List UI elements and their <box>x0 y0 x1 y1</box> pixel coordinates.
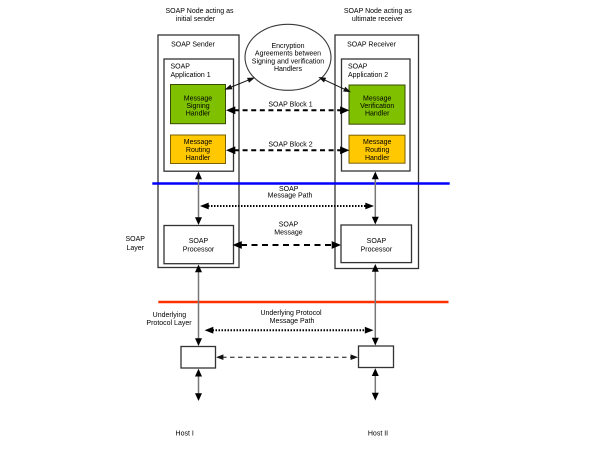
svg-text:initial sender: initial sender <box>176 16 216 23</box>
svg-text:Message Path: Message Path <box>270 318 315 325</box>
svg-text:Message: Message <box>184 139 213 146</box>
svg-text:SOAP Receiver: SOAP Receiver <box>347 41 397 48</box>
svg-text:Application 2: Application 2 <box>348 72 388 79</box>
svg-text:Host I: Host I <box>176 430 194 437</box>
svg-text:Signing: Signing <box>186 103 209 110</box>
svg-text:Handler: Handler <box>186 110 211 117</box>
svg-text:SOAP: SOAP <box>279 222 299 229</box>
svg-text:Host II: Host II <box>368 430 388 437</box>
svg-text:SOAP: SOAP <box>171 64 191 71</box>
svg-text:Encryption: Encryption <box>271 43 304 50</box>
svg-text:Underlying: Underlying <box>153 312 187 319</box>
svg-text:Processor: Processor <box>361 247 393 254</box>
svg-text:SOAP Sender: SOAP Sender <box>171 41 216 48</box>
svg-text:Routing: Routing <box>186 147 210 154</box>
svg-text:Protocol Layer: Protocol Layer <box>146 320 192 327</box>
svg-text:Handlers: Handlers <box>274 66 303 73</box>
svg-text:Handler: Handler <box>186 155 211 162</box>
svg-text:SOAP Block 1: SOAP Block 1 <box>268 101 312 108</box>
svg-text:Processor: Processor <box>183 247 215 254</box>
svg-text:ultimate receiver: ultimate receiver <box>352 16 404 23</box>
svg-text:Message: Message <box>363 95 392 102</box>
svg-text:Application 1: Application 1 <box>171 72 211 79</box>
svg-text:Message: Message <box>363 139 392 146</box>
svg-text:SOAP: SOAP <box>348 64 368 71</box>
svg-text:Verification: Verification <box>360 103 394 110</box>
svg-text:Message Path: Message Path <box>268 193 313 200</box>
svg-text:Handler: Handler <box>365 110 390 117</box>
svg-text:SOAP Block 2: SOAP Block 2 <box>268 141 312 148</box>
svg-text:Underlying Protocol: Underlying Protocol <box>260 310 322 317</box>
svg-text:Routing: Routing <box>365 147 389 154</box>
svg-text:SOAP: SOAP <box>125 236 145 243</box>
svg-text:SOAP Node acting as: SOAP Node acting as <box>344 8 412 15</box>
svg-text:SOAP: SOAP <box>367 238 387 245</box>
svg-text:SOAP: SOAP <box>189 238 209 245</box>
svg-text:Signing and verification: Signing and verification <box>252 58 324 65</box>
svg-text:Agreements between: Agreements between <box>255 51 321 58</box>
svg-text:Message: Message <box>184 95 213 102</box>
svg-text:Message: Message <box>274 229 303 236</box>
svg-text:SOAP Node acting as: SOAP Node acting as <box>166 8 234 15</box>
svg-text:Handler: Handler <box>365 155 390 162</box>
svg-text:Layer: Layer <box>126 245 144 252</box>
svg-text:SOAP: SOAP <box>279 186 299 193</box>
